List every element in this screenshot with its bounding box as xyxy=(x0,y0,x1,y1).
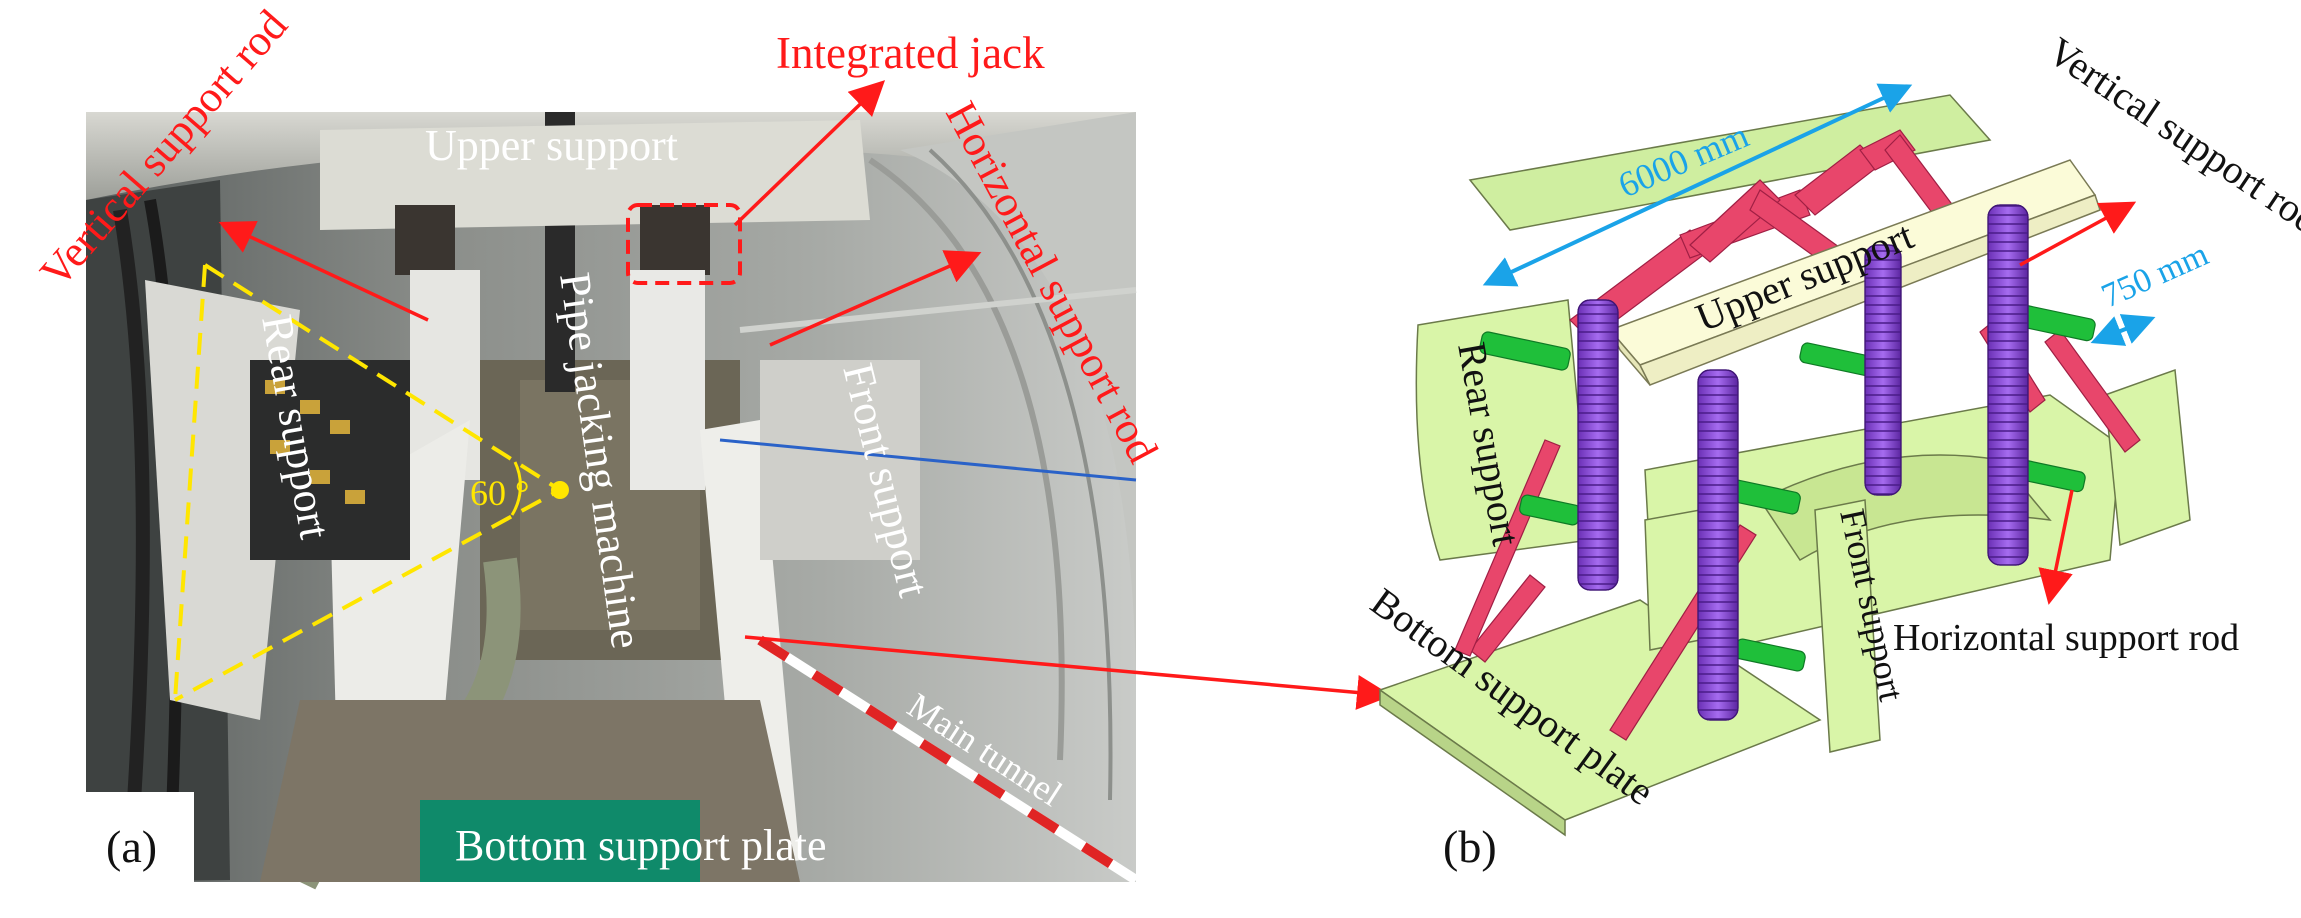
brace xyxy=(1454,439,1561,657)
arrow-horizontal-rod xyxy=(769,250,982,347)
panel-a-arrows xyxy=(218,80,1392,710)
integrated-jack-highlight xyxy=(626,203,742,285)
brace xyxy=(1469,574,1546,663)
angle-annotation xyxy=(173,263,569,702)
label-horizontal-support-rod-b: Horizontal support rod xyxy=(1893,617,2239,659)
brace xyxy=(2044,329,2141,453)
panel-a-label-box xyxy=(86,792,194,882)
panel-b-bolts xyxy=(1479,300,2096,672)
label-bottom-support-plate-a: Bottom support plate xyxy=(455,821,827,870)
panel-a-label: (a) xyxy=(106,821,157,872)
arrow-integrated-jack xyxy=(733,80,886,227)
panel-b-label: (b) xyxy=(1443,821,1497,872)
panel-a-photo xyxy=(86,112,1139,890)
bolt xyxy=(1479,331,1571,371)
label-750mm: 750 mm xyxy=(2096,236,2214,316)
arrow-horizontal-rod-b xyxy=(2038,489,2074,605)
arrow-vertical-rod-b xyxy=(2019,201,2137,267)
main-tunnel-rail xyxy=(757,635,1139,885)
arrow-to-panel-b xyxy=(744,635,1392,710)
label-angle: 60 ° xyxy=(470,473,529,513)
panel-b-dimensions xyxy=(1482,83,2156,346)
bolt xyxy=(1734,638,1806,672)
label-integrated-jack: Integrated jack xyxy=(776,28,1045,78)
arrow-vertical-rod xyxy=(218,221,429,322)
dim-6000 xyxy=(1482,83,1913,287)
dim-750 xyxy=(2090,314,2156,346)
panel-b-arrows xyxy=(2019,201,2137,605)
label-upper-support-a: Upper support xyxy=(425,121,678,170)
